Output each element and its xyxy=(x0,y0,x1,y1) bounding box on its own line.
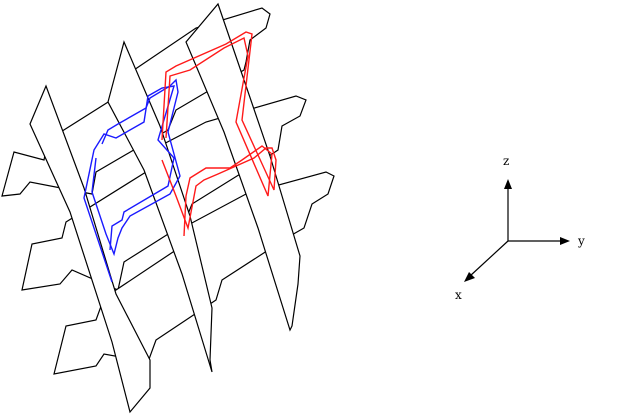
red-path-inner xyxy=(161,31,277,231)
blue-path-inner xyxy=(91,78,181,257)
x-axis-arrowhead xyxy=(464,272,475,282)
x-axis-label: x xyxy=(455,288,462,302)
y-axis-arrowhead xyxy=(560,237,570,245)
y-axis-label: y xyxy=(577,234,585,248)
z-axis-arrowhead xyxy=(504,179,512,189)
vertical-sheet-middle xyxy=(107,40,213,373)
x-axis-line xyxy=(469,240,509,277)
axes-triad xyxy=(464,179,570,282)
vertical-sheet-left xyxy=(29,84,151,414)
red-path-outer xyxy=(165,36,273,237)
z-axis-label: z xyxy=(503,154,509,168)
